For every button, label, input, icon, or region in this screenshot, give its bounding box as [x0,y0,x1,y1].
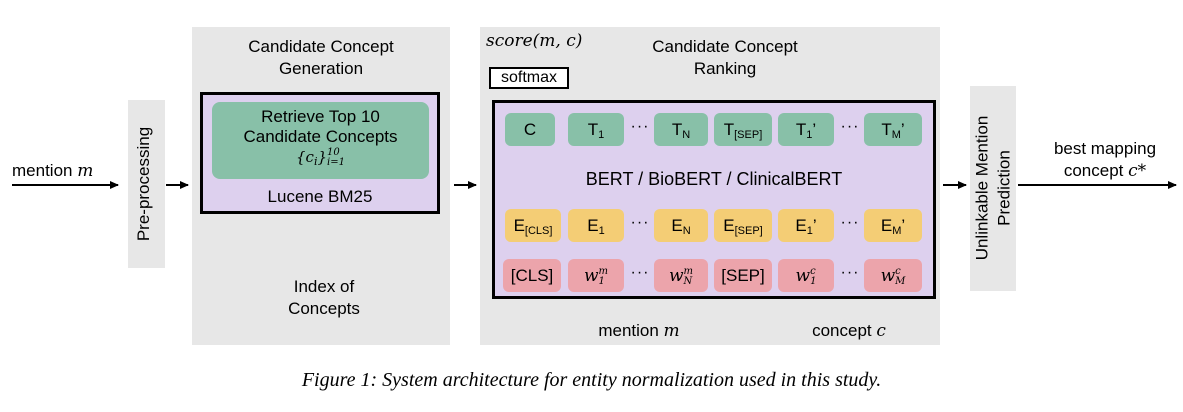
ranking-title-line2: Ranking [693,59,757,78]
unlinkable-line2: Prediction [994,150,1014,226]
bm25-label: Lucene BM25 [267,187,373,206]
embedding-1: E1 [568,209,624,242]
ranking-title: Candidate Concept Ranking [600,36,850,80]
output-dots-2: ··· [840,118,860,135]
retrieve-line2: Candidate Concepts [243,127,398,146]
bert-label: BERT / BioBERT / ClinicalBERT [585,169,843,189]
embedding-m-prime: EM’ [864,209,922,242]
output-token-tsep: T[SEP] [714,113,772,146]
input-token-sep: [SEP] [714,259,772,292]
embedding-dots: ··· [630,214,650,231]
output-line1: best mapping [1053,139,1157,158]
retrieve-box: Retrieve Top 10 Candidate Concepts {ci}1… [212,102,429,179]
concept-group-label: concept c [812,321,886,341]
index-label: Index of Concepts [288,277,360,318]
preprocessing-label: Pre-processing [134,126,153,242]
unlinkable-panel: Unlinkable Mention Prediction [970,86,1016,291]
softmax-box: softmax [489,67,569,89]
output-token-t1: T1 [568,113,624,146]
embedding-n: EN [654,209,708,242]
score-label: score(m, c) [486,31,583,51]
unlinkable-line1: Unlinkable Mention [972,115,992,261]
generation-title-line1: Candidate Concept [248,37,394,56]
preprocessing-panel: Pre-processing [128,100,165,268]
figure-caption: Figure 1: System architecture for entity… [301,369,882,391]
input-dots: ··· [630,264,650,281]
output-token-t1-prime: T1’ [778,113,834,146]
output-token-tn: TN [654,113,708,146]
mention-group-label: mention m [598,321,680,341]
generation-title-line2: Generation [278,59,364,78]
embedding-1-prime: E1’ [778,209,834,242]
input-token-cls: [CLS] [503,259,561,292]
output-dots: ··· [630,118,650,135]
retrieve-line1: Retrieve Top 10 [261,107,380,126]
input-mention-label: mention m [12,161,94,181]
output-token-tm-prime: TM’ [864,113,922,146]
generation-title: Candidate Concept Generation [192,36,450,80]
output-line2: concept c* [1063,161,1147,181]
ranking-title-line1: Candidate Concept [652,37,798,56]
unlinkable-label: Unlinkable Mention Prediction [972,86,1016,291]
input-dots-2: ··· [840,264,860,281]
output-token-c: C [505,113,555,146]
embedding-cls: E[CLS] [505,209,561,242]
output-label: best mapping concept c* [1030,138,1180,182]
embedding-sep: E[SEP] [714,209,772,242]
embedding-dots-2: ··· [840,214,860,231]
